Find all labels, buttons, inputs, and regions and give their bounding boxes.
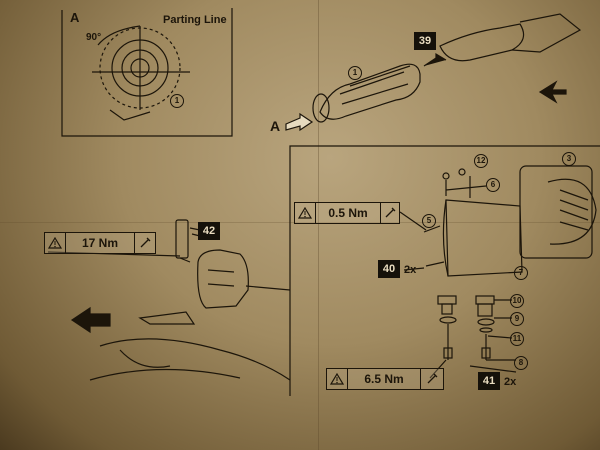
- torque-value: 0.5 Nm: [316, 203, 381, 223]
- detail-a-angle: 90°: [86, 32, 102, 43]
- callout-1: 1: [348, 66, 362, 80]
- step-badge-39: 39: [414, 32, 436, 50]
- callout-9: 9: [510, 312, 524, 326]
- torque-spec-17nm: 17 Nm: [44, 232, 156, 254]
- torque-value: 17 Nm: [66, 233, 135, 253]
- callout-5: 5: [422, 214, 436, 228]
- warning-triangle-icon: [45, 233, 66, 253]
- arrow-icon: [285, 112, 314, 132]
- callout-12: 12: [474, 154, 488, 168]
- handlebar-end: [439, 23, 525, 62]
- arrow-icon: [538, 80, 567, 104]
- detail-frame: [289, 145, 600, 396]
- view-a-label: A: [270, 118, 281, 134]
- torque-spec-0-5nm: 0.5 Nm: [294, 202, 400, 224]
- torque-spec-6-5nm: 6.5 Nm: [326, 368, 444, 390]
- torque-wrench-icon: [135, 233, 155, 253]
- grip-body: [319, 63, 421, 120]
- detail-a-letter: A: [70, 10, 80, 25]
- torque-value: 6.5 Nm: [348, 369, 421, 389]
- callout-8: 8: [514, 356, 528, 370]
- step-badge-42: 42: [198, 222, 220, 240]
- torque-wrench-icon: [381, 203, 399, 223]
- step-41-quantity: 2x: [504, 376, 517, 388]
- callout-10: 10: [510, 294, 524, 308]
- parting-line-label: Parting Line: [163, 14, 227, 26]
- arrow-icon: [70, 306, 111, 334]
- warning-triangle-icon: [295, 203, 316, 223]
- mount-bracket: [445, 199, 523, 277]
- step-badge-41: 41: [478, 372, 500, 390]
- paper-fold-horizontal: [0, 222, 600, 223]
- callout-6: 6: [486, 178, 500, 192]
- paper-fold-vertical: [318, 0, 319, 450]
- callout-1: 1: [170, 94, 184, 108]
- callout-7: 7: [514, 266, 528, 280]
- throttle-housing: [197, 249, 249, 309]
- warning-triangle-icon: [327, 369, 348, 389]
- step-40-quantity: 2x: [404, 264, 417, 276]
- step-badge-40: 40: [378, 260, 400, 278]
- detail-a-frame: [61, 8, 233, 137]
- bolt: [175, 219, 189, 259]
- torque-wrench-icon: [421, 369, 443, 389]
- callout-3: 3: [562, 152, 576, 166]
- callout-11: 11: [510, 332, 524, 346]
- switch-housing: [519, 165, 593, 259]
